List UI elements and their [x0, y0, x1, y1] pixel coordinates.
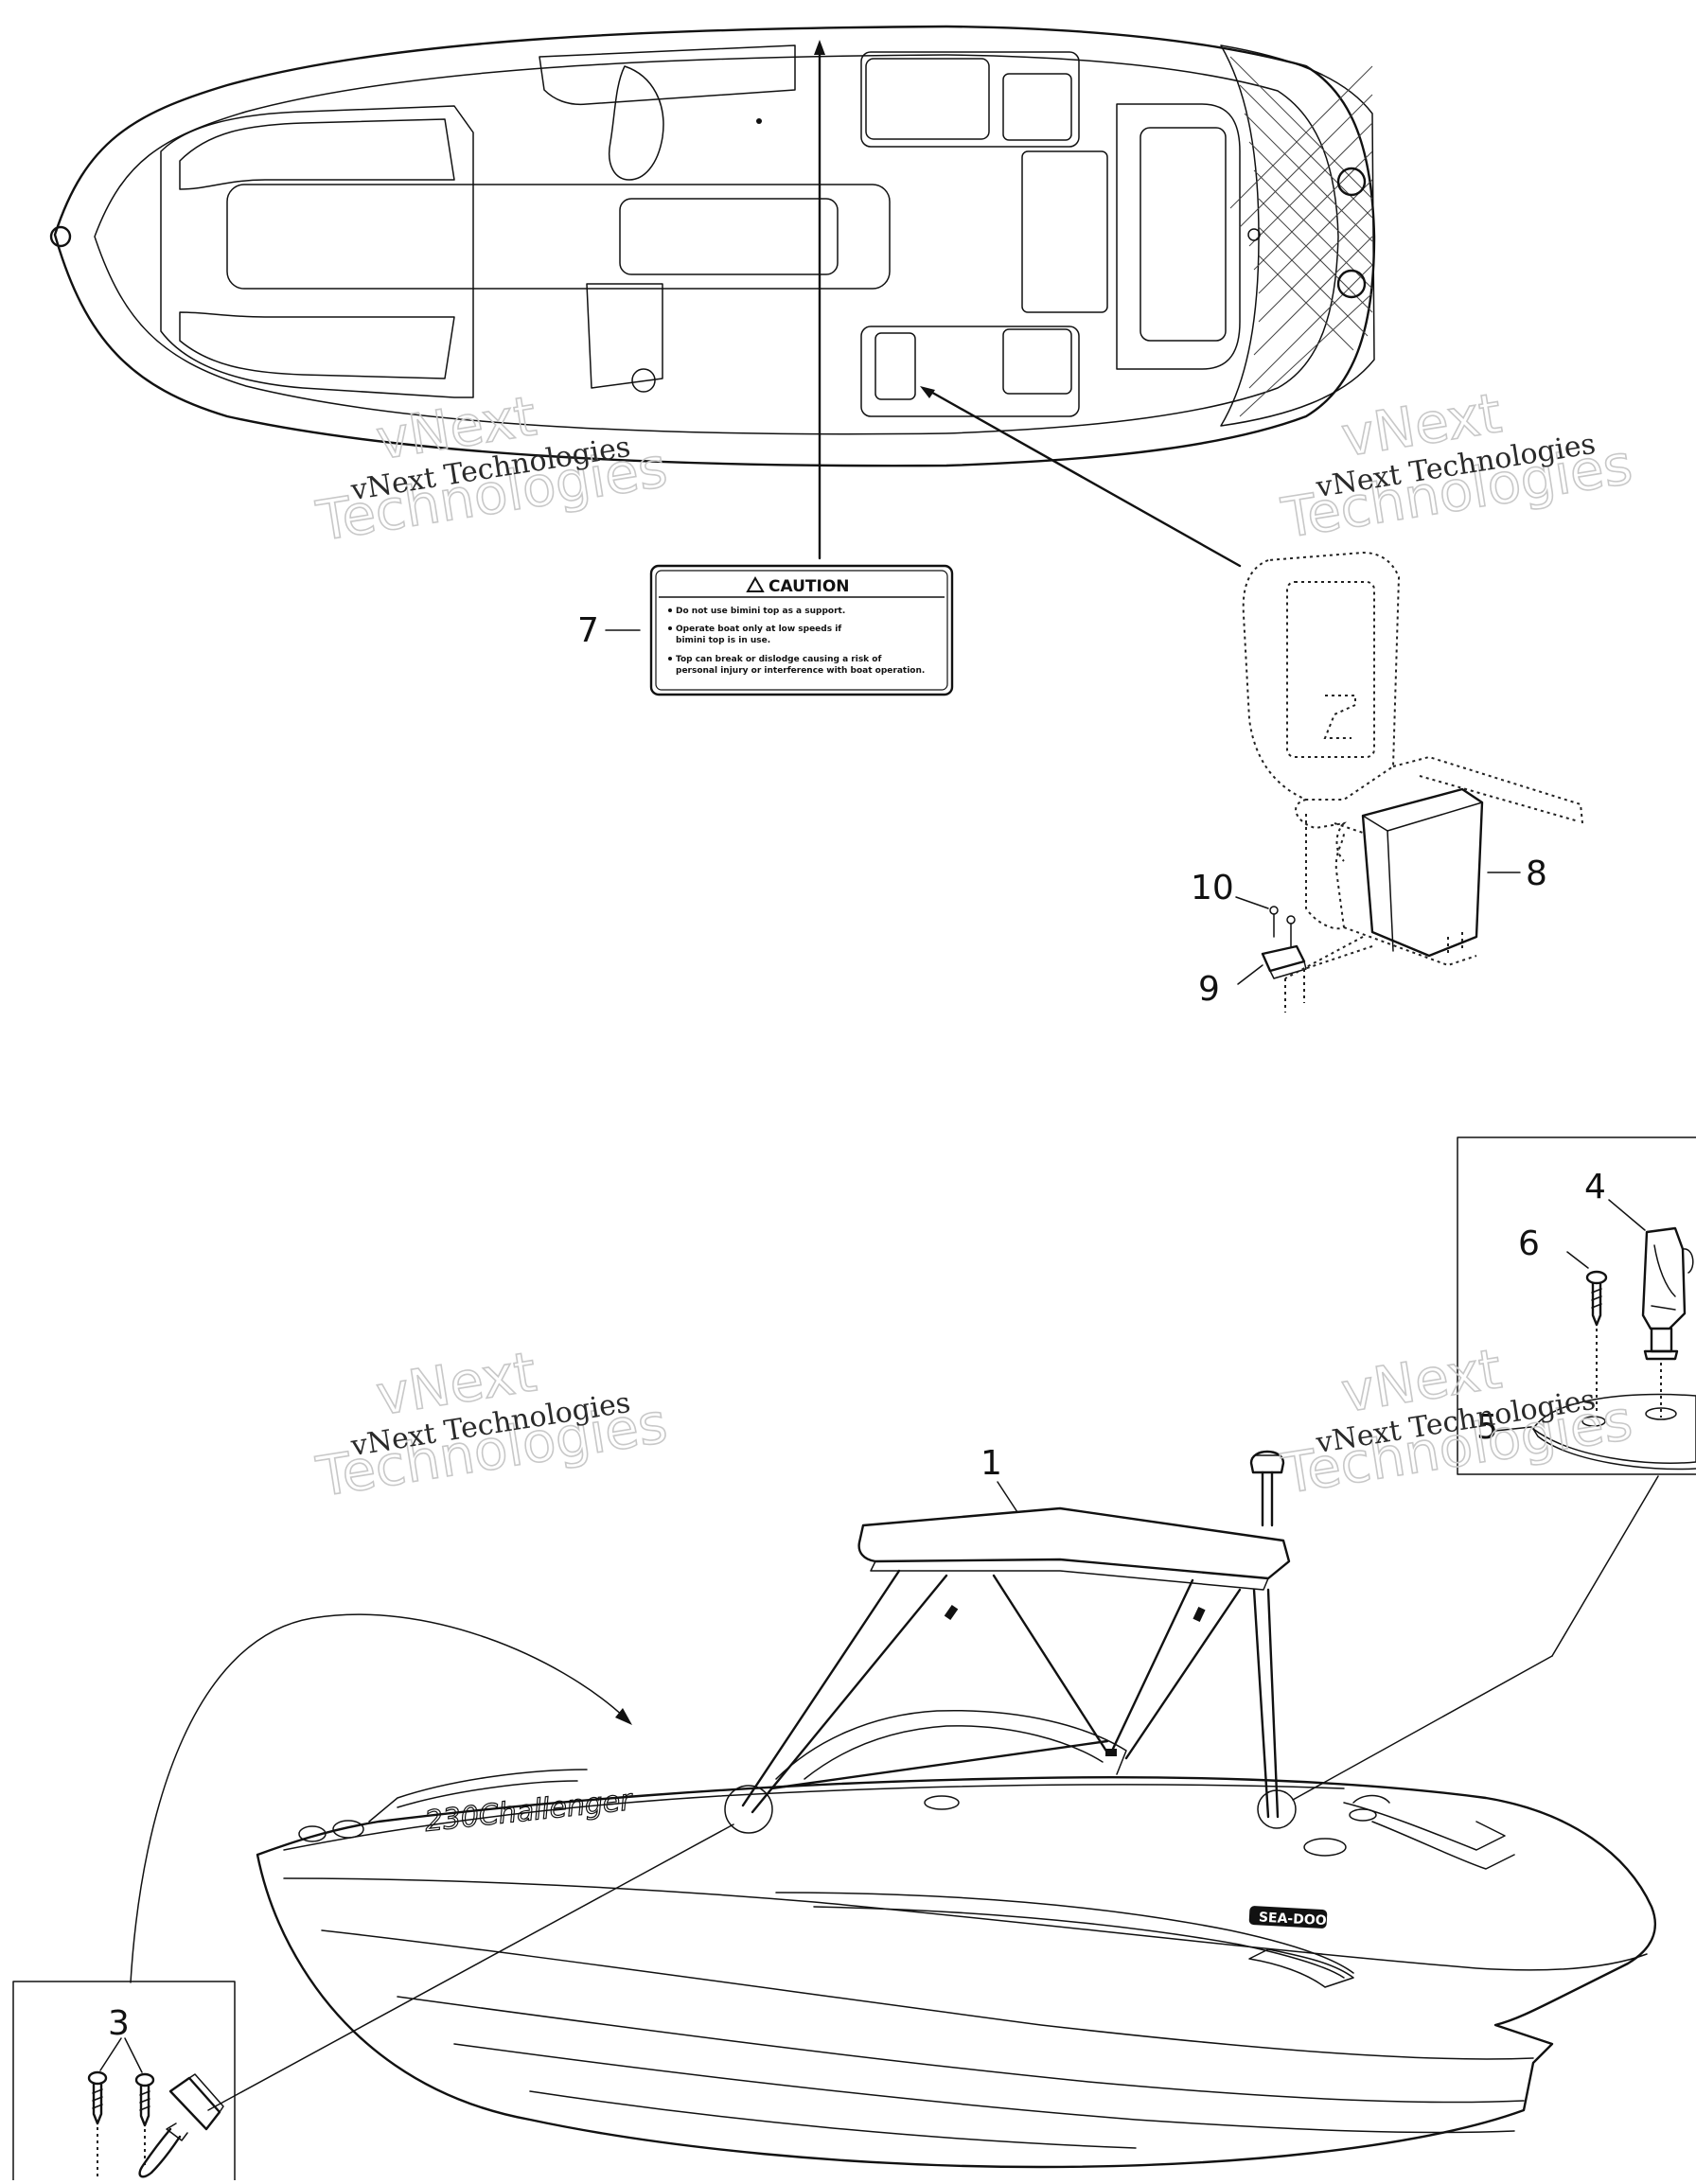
boat-top-view	[49, 25, 1376, 467]
watermark-top-right: vNext Technologies vNext Technologies	[1277, 379, 1637, 551]
arrow-head-icon	[814, 40, 825, 55]
storage-bin-detail	[1235, 551, 1583, 1013]
callout-1: 1	[980, 1444, 1002, 1483]
watermark-top-left: vNext Technologies vNext Technologies	[311, 383, 672, 555]
nav-light-pole	[1249, 1450, 1285, 1527]
arrow-head-icon	[615, 1708, 632, 1725]
caution-line-1: Do not use bimini top as a support.	[676, 607, 845, 616]
hull-model-text: 230Challenger	[423, 1784, 635, 1839]
callout-3: 3	[108, 2004, 130, 2043]
leader-line-storage	[926, 388, 1242, 568]
detail-circle-bow-mount	[724, 1785, 773, 1834]
detail-circle-aft-mount	[1257, 1789, 1297, 1829]
leader-line-detail-3	[207, 1823, 734, 2111]
watermark-bottom-left: vNext Technologies vNext Technologies	[311, 1339, 672, 1510]
detail-box-bow-fitting	[12, 1981, 236, 2181]
arrow-head-icon	[920, 386, 935, 398]
leader-curve-detail-3	[130, 1613, 626, 1983]
watermark-bottom-right: vNext Technologies vNext Technologies	[1277, 1335, 1637, 1506]
leader-line-detail-5	[1292, 1655, 1553, 1801]
callout-6: 6	[1518, 1224, 1540, 1263]
caution-label: CAUTION Do not use bimini top as a suppo…	[649, 564, 954, 696]
detail-box-aft-fitting	[1457, 1136, 1696, 1475]
caution-line-2a: Operate boat only at low speeds if	[676, 625, 841, 634]
callout-5: 5	[1476, 1408, 1498, 1447]
caution-line-2b: bimini top is in use.	[676, 636, 770, 645]
boat-side-view: 230Challenger SEA-DOO	[256, 1709, 1656, 2169]
callout-4: 4	[1584, 1168, 1606, 1206]
callout-9: 9	[1198, 970, 1220, 1009]
caution-line-3b: personal injury or interference with boa…	[676, 666, 925, 676]
callout-7: 7	[577, 611, 599, 650]
bimini-top	[741, 1506, 1291, 1819]
hull-brand-badge: SEA-DOO	[1259, 1910, 1328, 1929]
caution-line-3a: Top can break or dislodge causing a risk…	[676, 655, 881, 664]
callout-8: 8	[1526, 854, 1547, 893]
caution-title: CAUTION	[768, 577, 850, 596]
warning-triangle-icon	[746, 575, 765, 592]
callout-10: 10	[1191, 869, 1234, 907]
